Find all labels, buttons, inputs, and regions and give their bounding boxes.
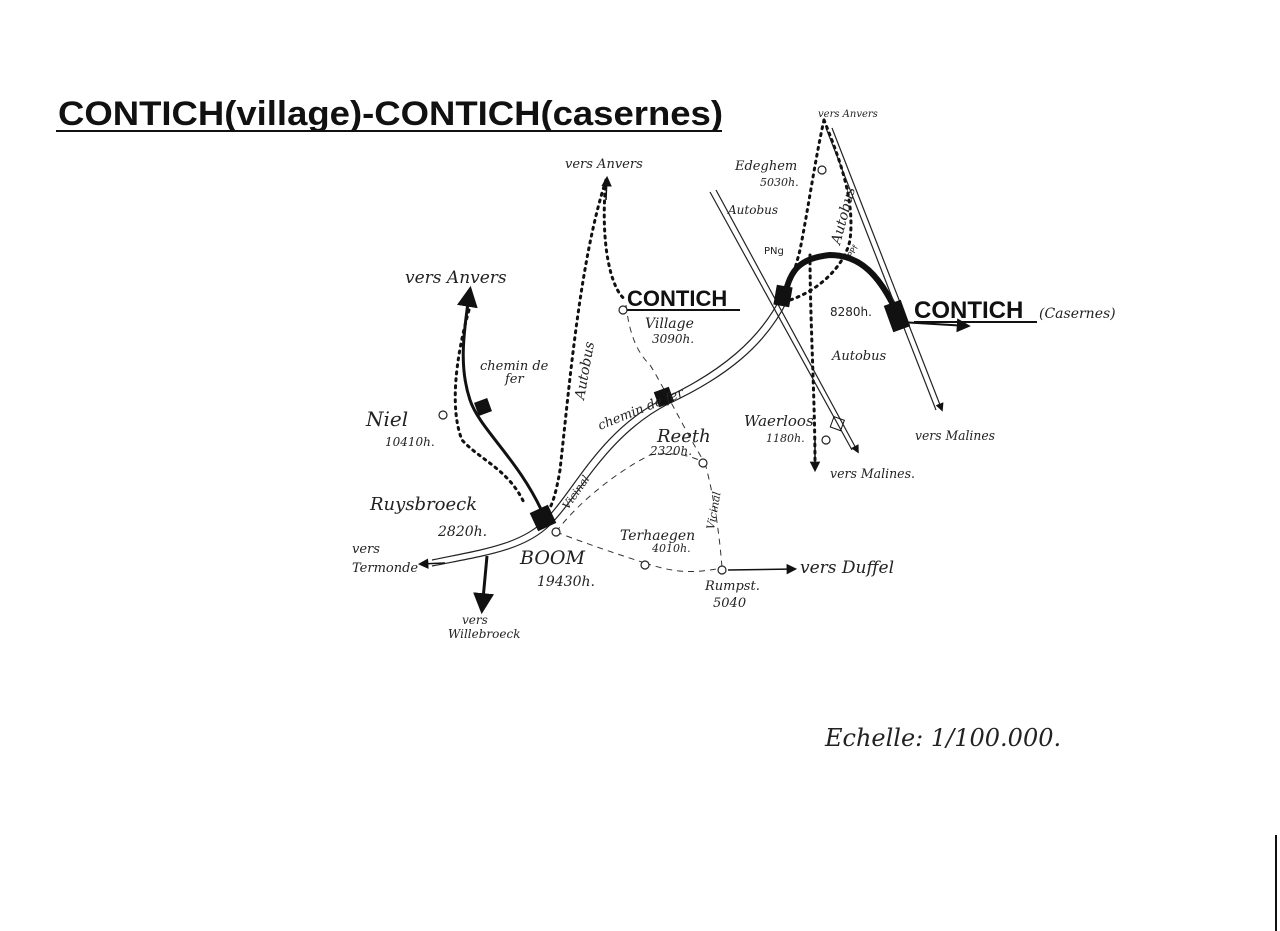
- casernes-arrow: [899, 318, 971, 333]
- label-boom-pop: 19430h.: [537, 574, 595, 590]
- label-contich-village: CONTICH: [627, 286, 727, 311]
- label-vers-anvers-center: vers Anvers: [565, 157, 643, 172]
- label-vers-duffel: vers Duffel: [800, 558, 894, 578]
- label-png: PNg: [764, 246, 784, 257]
- label-ruysbroeck: Ruysbroeck: [369, 494, 477, 515]
- label-termonde: Termonde: [352, 561, 418, 576]
- label-ruysbroeck-pop: 2820h.: [437, 524, 487, 540]
- label-boom: BOOM: [519, 547, 585, 569]
- label-terhaegen-pop: 4010h.: [651, 542, 691, 555]
- label-reeth: Reeth: [656, 426, 711, 447]
- label-vers-willebroeck-2: Willebroeck: [448, 627, 520, 641]
- label-vers-termonde: vers: [352, 542, 380, 557]
- label-vers-malines-2: vers Malines.: [830, 467, 915, 482]
- arrow-termonde: [417, 558, 446, 569]
- station-contich-pn: [773, 284, 793, 308]
- railway-main-line: [431, 294, 789, 567]
- label-autobus-4: Autobus: [828, 186, 859, 248]
- label-edeghem: Edeghem: [734, 159, 797, 174]
- station-boom: [529, 504, 557, 532]
- vicinal-lines: [555, 304, 723, 573]
- village-markers: [438, 165, 831, 575]
- label-ppf: PPf: [846, 244, 860, 259]
- arrow-vers-anvers-center: [601, 175, 612, 201]
- label-vicinal-2: Vicinal: [704, 490, 724, 530]
- label-vers-anvers-top-right: vers Anvers: [818, 109, 878, 120]
- label-reeth-pop: 2320h.: [649, 444, 692, 458]
- station-contich-casernes: [883, 299, 911, 333]
- label-chemin-de-fer-1: chemin de: [480, 359, 549, 374]
- label-casernes: (Casernes): [1039, 306, 1116, 322]
- arrow-duffel: [727, 563, 798, 575]
- label-vicinal-1: Vicinal: [560, 473, 593, 512]
- railway-to-anvers-left: [456, 285, 547, 519]
- label-autobus-1: Autobus: [727, 203, 778, 217]
- bus-routes: [453, 118, 853, 517]
- station-niel: [474, 398, 492, 416]
- label-waerloos: Waerloos: [744, 412, 814, 430]
- label-vers-malines-1: vers Malines: [915, 429, 995, 444]
- station-contich-village: [653, 386, 675, 408]
- label-village: Village: [645, 316, 694, 332]
- railway-to-anvers-top-right: [825, 127, 944, 412]
- label-autobus-2: Autobus: [831, 349, 887, 364]
- label-chemin-de-fer-1b: fer: [504, 372, 525, 387]
- label-vers-anvers-left: vers Anvers: [405, 268, 507, 288]
- label-terhaegen: Terhaegen: [620, 528, 695, 544]
- label-casernes-pop: 8280h.: [830, 305, 872, 319]
- station-waerloos: [829, 415, 845, 432]
- scale-label: Echelle: 1/100.000.: [824, 724, 1061, 752]
- label-rumpst-pop: 5040: [713, 596, 746, 611]
- label-waerloos-pop: 1180h.: [766, 432, 805, 445]
- label-autobus-3: Autobus: [572, 340, 598, 402]
- railway-to-anvers-center: [709, 189, 859, 454]
- label-niel-pop: 10410h.: [385, 435, 435, 449]
- label-edeghem-pop: 5030h.: [760, 176, 799, 189]
- label-village-pop: 3090h.: [652, 332, 694, 346]
- label-contich-casernes: CONTICH: [914, 297, 1023, 324]
- label-rumpst: Rumpst.: [704, 579, 760, 594]
- map-title: CONTICH(village)-CONTICH(casernes): [58, 95, 723, 133]
- label-vers-willebroeck-1: vers: [462, 613, 488, 627]
- label-niel: Niel: [365, 407, 408, 431]
- arrow-willebroeck: [473, 555, 495, 615]
- railway-to-casernes: [782, 251, 901, 317]
